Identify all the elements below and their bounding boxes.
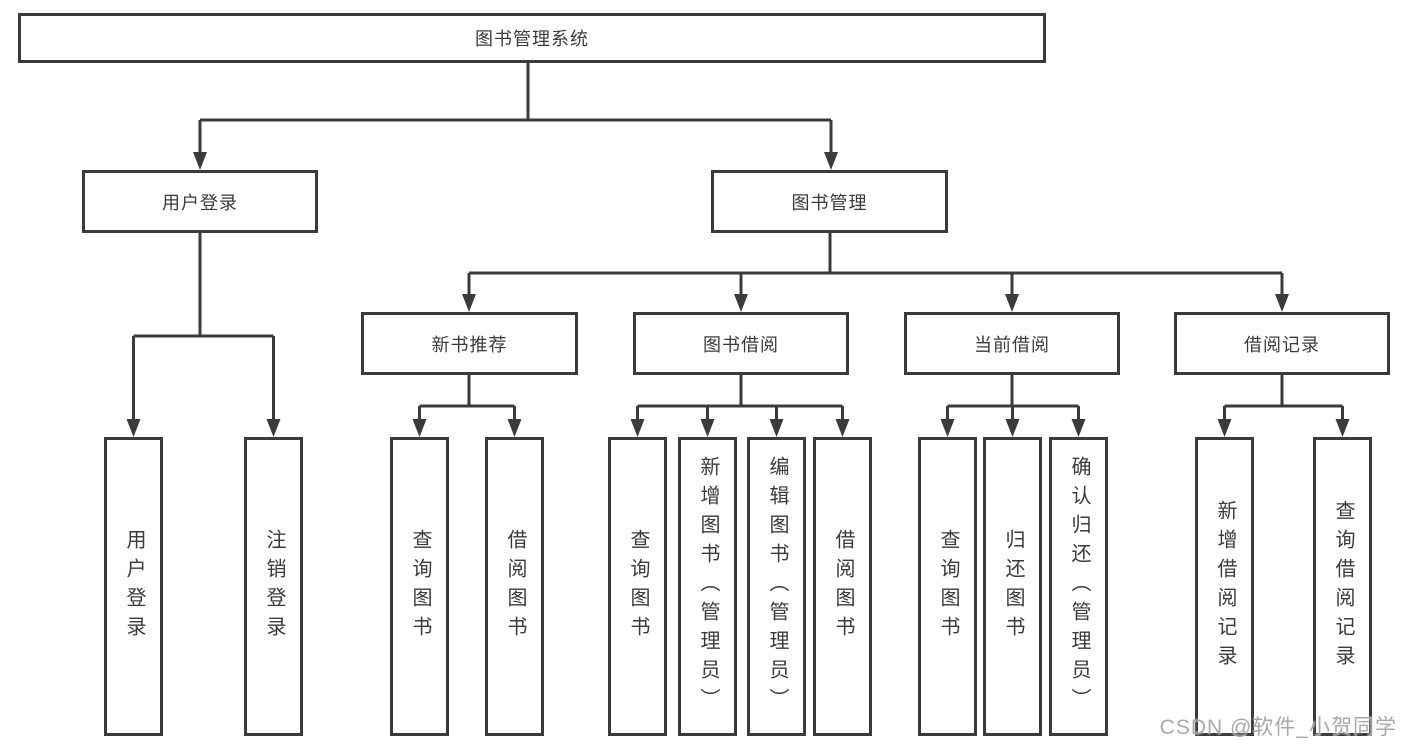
node-leaf-logout-label: 注销登录 [263, 528, 285, 645]
node-leaf-query-books-3: 查询图书 [918, 437, 977, 736]
node-book-borrow: 图书借阅 [633, 312, 849, 375]
node-leaf-query-books-2: 查询图书 [608, 437, 667, 736]
node-leaf-user-login-label: 用户登录 [123, 528, 145, 645]
node-new-book-recommend: 新书推荐 [361, 312, 578, 375]
node-leaf-return-book: 归还图书 [983, 437, 1042, 736]
node-leaf-logout: 注销登录 [244, 437, 303, 736]
node-leaf-add-borrow-record-label: 新增借阅记录 [1214, 499, 1236, 674]
node-user-login-label: 用户登录 [162, 192, 238, 213]
connector-borrow-records-to-leaves [1223, 375, 1344, 419]
node-leaf-borrow-books-2-label: 借阅图书 [832, 528, 854, 645]
node-current-borrow: 当前借阅 [904, 312, 1120, 375]
node-leaf-query-books-3-label: 查询图书 [937, 528, 959, 645]
connector-user-login-to-leaves [132, 233, 275, 419]
connector-book-borrow-to-leaves [636, 375, 844, 419]
connector-book-mgmt-to-level3 [467, 233, 1284, 294]
node-borrow-records-label: 借阅记录 [1244, 334, 1320, 355]
node-new-book-recommend-label: 新书推荐 [431, 334, 508, 355]
node-leaf-add-borrow-record: 新增借阅记录 [1195, 437, 1254, 736]
node-leaf-borrow-books-1-label: 借阅图书 [504, 528, 526, 645]
node-leaf-query-books-1-label: 查询图书 [409, 528, 431, 645]
watermark-text: CSDN @软件_小贺同学 [1159, 716, 1397, 739]
node-current-borrow-label: 当前借阅 [974, 334, 1050, 355]
node-leaf-confirm-return-admin: 确认归还（管理员） [1049, 437, 1108, 736]
connector-root-to-level2 [198, 63, 833, 152]
node-leaf-return-book-label: 归还图书 [1002, 528, 1024, 645]
node-leaf-query-borrow-record-label: 查询借阅记录 [1332, 499, 1354, 674]
node-leaf-borrow-books-2: 借阅图书 [813, 437, 872, 736]
node-system-root: 图书管理系统 [18, 13, 1046, 63]
node-book-management-label: 图书管理 [791, 192, 868, 213]
node-leaf-borrow-books-1: 借阅图书 [485, 437, 544, 736]
connector-new-book-to-leaves [418, 375, 516, 419]
node-leaf-user-login: 用户登录 [104, 437, 163, 736]
node-leaf-add-book-admin: 新增图书（管理员） [678, 437, 737, 736]
node-leaf-edit-book-admin: 编辑图书（管理员） [747, 437, 806, 736]
node-leaf-query-borrow-record: 查询借阅记录 [1313, 437, 1372, 736]
node-borrow-records: 借阅记录 [1174, 312, 1390, 375]
node-leaf-add-book-admin-label: 新增图书（管理员） [697, 456, 719, 717]
node-leaf-query-books-2-label: 查询图书 [627, 528, 649, 645]
node-user-login: 用户登录 [82, 170, 318, 233]
arrowhead-icons [126, 152, 1350, 437]
node-book-management: 图书管理 [711, 170, 948, 233]
node-leaf-query-books-1: 查询图书 [390, 437, 449, 736]
node-leaf-confirm-return-admin-label: 确认归还（管理员） [1068, 456, 1090, 717]
node-book-borrow-label: 图书借阅 [703, 334, 779, 355]
node-system-root-label: 图书管理系统 [475, 29, 589, 49]
connector-current-borrow-to-leaves [946, 375, 1080, 419]
node-leaf-edit-book-admin-label: 编辑图书（管理员） [766, 456, 788, 717]
